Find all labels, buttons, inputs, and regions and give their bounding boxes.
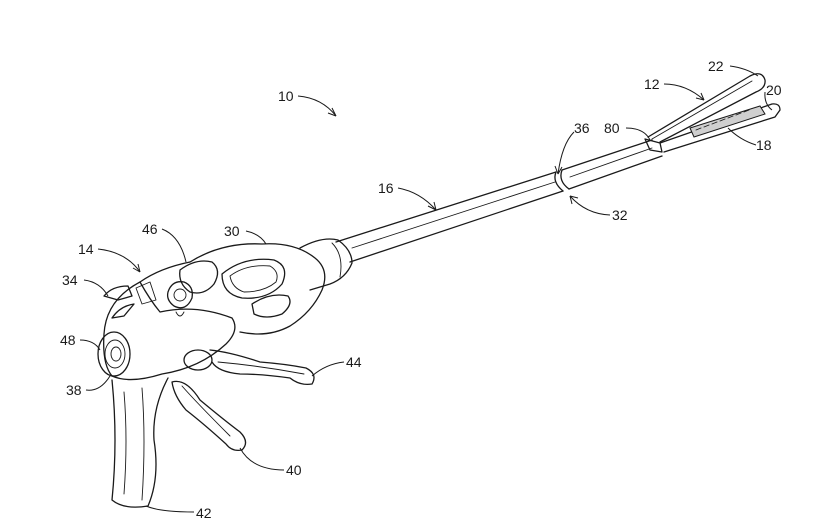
handle	[98, 239, 352, 507]
label-42: 42	[196, 505, 212, 521]
label-46: 46	[142, 221, 158, 237]
leader-80	[626, 128, 650, 140]
label-48: 48	[60, 332, 76, 348]
label-40: 40	[286, 462, 302, 478]
leader-lines	[80, 66, 772, 512]
label-14: 14	[78, 241, 94, 257]
label-30: 30	[224, 223, 240, 239]
label-80: 80	[604, 120, 620, 136]
label-16: 16	[378, 180, 394, 196]
label-34: 34	[62, 272, 78, 288]
leader-34	[84, 280, 108, 296]
leader-40	[240, 448, 284, 470]
leader-30	[246, 231, 266, 244]
leader-36	[558, 132, 574, 174]
label-38: 38	[66, 382, 82, 398]
label-18: 18	[756, 137, 772, 153]
label-12: 12	[644, 76, 660, 92]
label-20: 20	[766, 82, 782, 98]
label-32: 32	[612, 207, 628, 223]
leader-44	[312, 362, 344, 376]
label-44: 44	[346, 354, 362, 370]
leader-42	[146, 506, 194, 512]
reference-numerals: 10 12 14 16 18 20 22 30 32 34 36 38 40 4…	[60, 58, 782, 521]
leader-12	[664, 84, 704, 100]
label-10: 10	[278, 88, 294, 104]
label-22: 22	[708, 58, 724, 74]
leader-38	[86, 376, 110, 390]
leader-32	[570, 196, 610, 215]
leader-46	[162, 229, 186, 262]
leader-48	[80, 340, 100, 350]
shaft	[336, 140, 662, 262]
label-36: 36	[574, 120, 590, 136]
leader-10	[298, 96, 336, 116]
